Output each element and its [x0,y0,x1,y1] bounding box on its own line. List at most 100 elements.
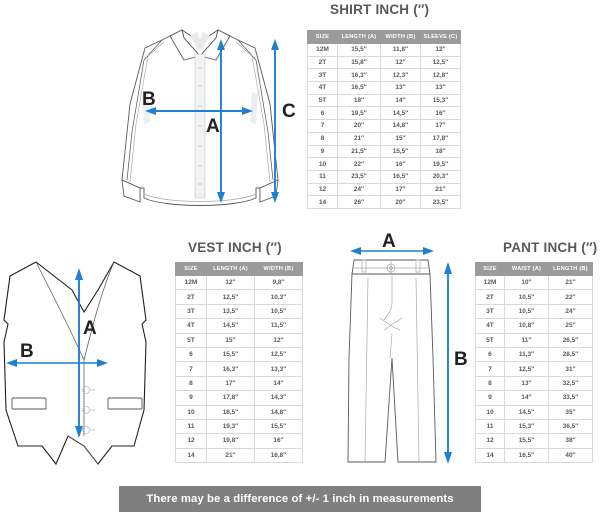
shirt-illustration: B A C [100,12,300,212]
cell-value: 12″ [254,332,303,348]
cell-value: 15,8″ [337,55,381,70]
cell-value: 17″ [206,375,255,392]
cell-value: 13″ [504,375,549,392]
cell-value: 16,5″ [337,81,381,95]
pant-col-waist: WAIST (A) [504,262,549,276]
cell-size: 11 [475,418,505,435]
cell-size: 12 [175,433,207,449]
cell-value: 16″ [380,157,421,171]
cell-value: 12″ [420,43,461,57]
cell-size: 6 [475,346,505,363]
cell-value: 14,8″ [254,404,303,420]
cell-value: 16″ [420,106,461,121]
cell-value: 16,3″ [206,361,255,377]
cell-value: 12,8″ [420,68,461,83]
cell-size: 14 [475,447,505,464]
cell-value: 22″ [337,157,381,171]
cell-value: 11″ [504,332,549,348]
measurement-note: There may be a difference of +/- 1 inch … [119,486,481,512]
cell-value: 19,5″ [337,106,381,121]
vest-label-b: B [20,341,34,362]
cell-size: 7 [175,361,207,377]
cell-size: 10 [175,404,207,420]
cell-value: 14,5″ [206,318,255,334]
cell-value: 28,5″ [548,346,593,363]
cell-value: 21″ [548,274,593,291]
cell-value: 16,8″ [254,447,303,464]
cell-value: 19,5″ [420,157,461,171]
cell-value: 9,8″ [254,274,303,291]
cell-value: 33,5″ [548,390,593,406]
cell-value: 18″ [337,93,381,108]
cell-value: 11,5″ [254,318,303,334]
cell-value: 15″ [380,131,421,146]
cell-value: 26″ [337,195,381,209]
cell-size: 14 [307,195,338,209]
cell-value: 24″ [337,182,381,197]
cell-value: 15,5″ [380,144,421,159]
cell-value: 19,3″ [206,418,255,435]
vest-col-width: WIDTH (B) [254,262,303,276]
arrow-b [6,359,108,367]
cell-value: 10,8″ [504,318,549,334]
vest-title: VEST INCH (″) [188,240,282,255]
cell-size: 12M [175,274,207,291]
cell-value: 15″ [206,332,255,348]
arrow-b [444,262,452,464]
cell-value: 40″ [548,447,593,464]
cell-value: 15,3″ [504,418,549,435]
cell-value: 22″ [548,289,593,305]
cell-value: 16,5″ [380,169,421,184]
cell-value: 18″ [420,144,461,159]
cell-value: 15,3″ [420,93,461,108]
cell-value: 15,5″ [206,346,255,363]
cell-value: 13″ [420,81,461,95]
cell-size: 6 [175,346,207,363]
cell-value: 16″ [254,433,303,449]
pant-drawing [347,247,452,464]
arrow-b [145,107,253,115]
cell-value: 14″ [254,375,303,392]
pant-col-size: SIZE [475,262,505,276]
cell-size: 14 [175,447,207,464]
shirt-table-header-row: SIZE LENGTH (A) WIDTH (B) SLEEVE (C) [307,30,461,44]
vest-illustration: A B [2,250,167,475]
shirt-label-b: B [142,89,156,110]
cell-value: 21″ [206,447,255,464]
cell-value: 10,3″ [254,289,303,305]
cell-size: 6 [307,106,338,121]
cell-value: 25″ [548,318,593,334]
cell-value: 12,5″ [420,55,461,70]
cell-value: 38″ [548,433,593,449]
cell-size: 7 [307,119,338,133]
cell-size: 11 [307,169,338,184]
cell-value: 14″ [504,390,549,406]
shirt-title: SHIRT INCH (″) [330,2,430,17]
cell-value: 14″ [380,93,421,108]
vest-col-length: LENGTH (A) [206,262,255,276]
cell-value: 23,5″ [420,195,461,209]
pant-col-length: LENGTH (B) [548,262,593,276]
cell-size: 10 [475,404,505,420]
cell-value: 16,3″ [337,68,381,83]
cell-value: 18,5″ [206,404,255,420]
cell-value: 12,5″ [206,289,255,305]
cell-value: 31″ [548,361,593,377]
